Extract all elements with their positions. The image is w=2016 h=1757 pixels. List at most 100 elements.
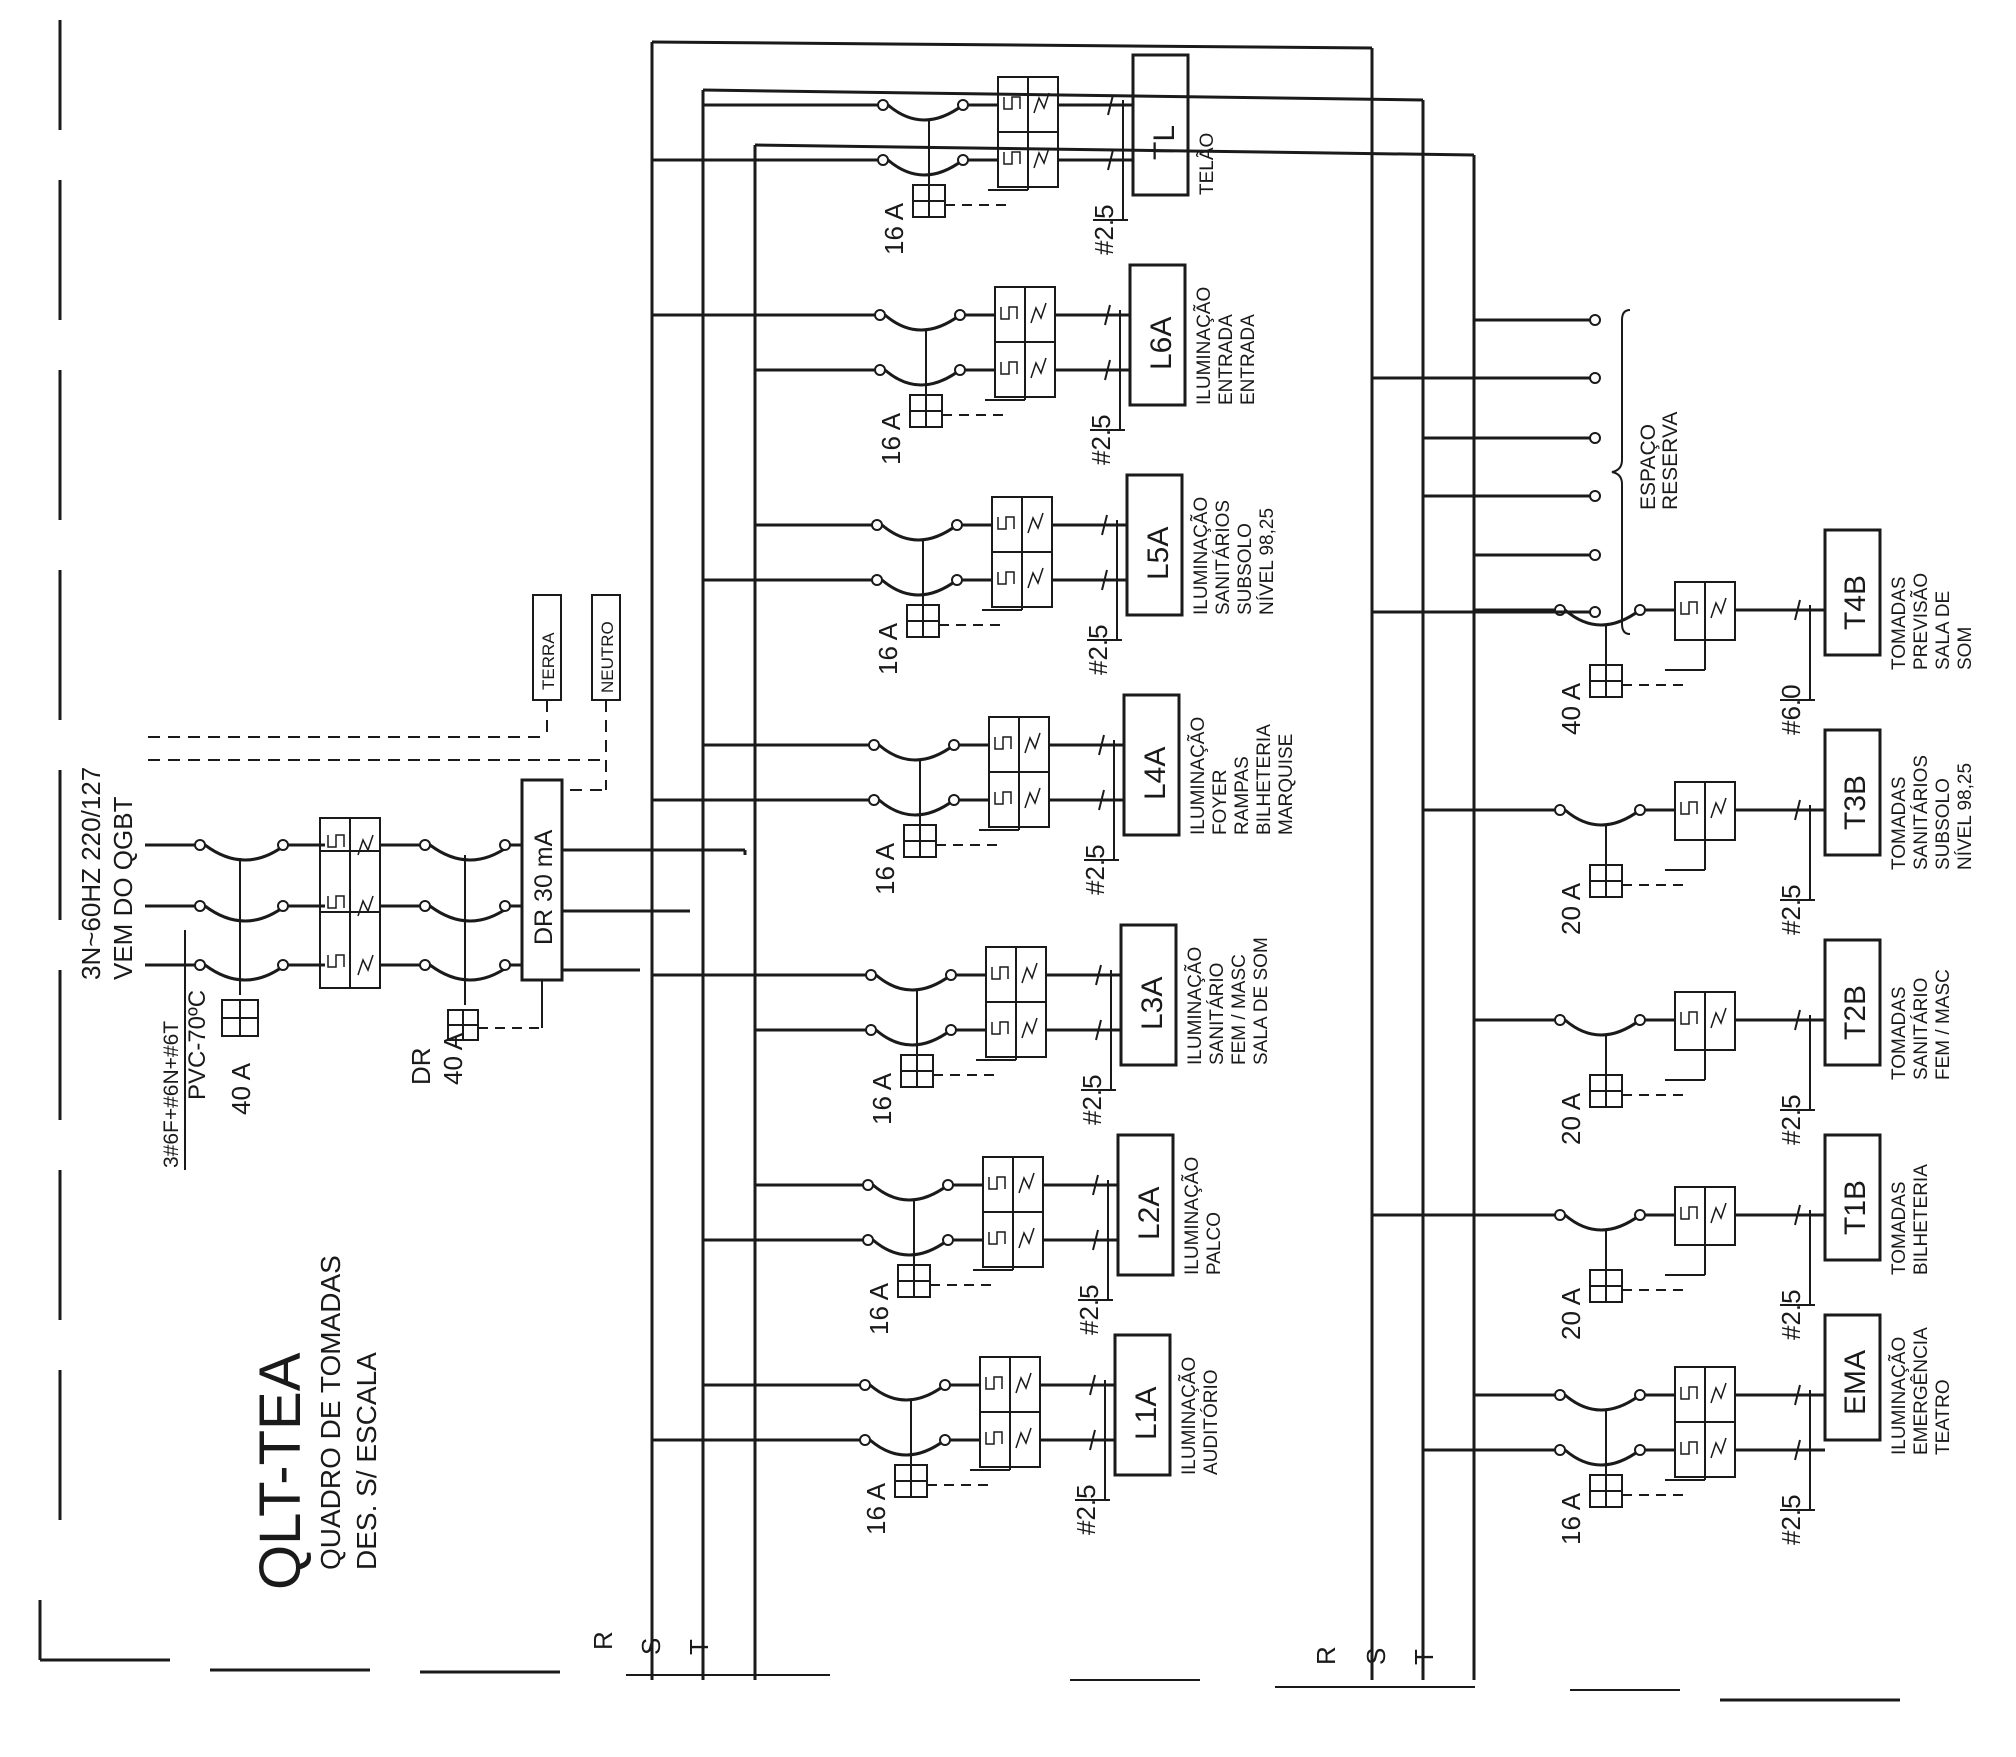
- thermal-symbol: [991, 1021, 1009, 1035]
- cable-tick: [1794, 1009, 1801, 1031]
- circuit-description: SALA DE SOM: [1251, 937, 1272, 1065]
- main-breaker-contact: [204, 843, 286, 862]
- thermal-symbol: [997, 516, 1015, 530]
- breaker-terminal: [954, 309, 966, 321]
- dr-contact: [429, 843, 511, 862]
- breaker-terminal: [1634, 1209, 1646, 1221]
- breaker-contact: [881, 523, 958, 542]
- supply-terminal: [194, 900, 206, 912]
- magnetic-symbol: [1027, 512, 1044, 534]
- breaker-rating: 16 A: [873, 622, 903, 675]
- panel-subtitle: QUADRO DE TOMADAS: [315, 1255, 346, 1570]
- breaker-contact: [1564, 1448, 1641, 1467]
- supply-insulation: PVC-70ºC: [184, 990, 211, 1100]
- breaker-contact: [872, 1238, 949, 1257]
- dr-terminal: [419, 839, 431, 851]
- circuit-box-ema: [1823, 1313, 1882, 1442]
- breaker-terminal: [859, 1379, 871, 1391]
- breaker-rating: 16 A: [876, 412, 906, 465]
- breaker-terminal: [868, 794, 880, 806]
- breaker-contact: [878, 743, 955, 762]
- thermal-symbol: [994, 736, 1012, 750]
- breaker-contact: [872, 1183, 949, 1202]
- magnetic-symbol: [1021, 962, 1038, 984]
- circuit-description: PREVISÃO: [1910, 573, 1932, 670]
- breaker-terminal: [868, 739, 880, 751]
- cable-tick: [1794, 1204, 1801, 1226]
- circuit-description: BILHETERIA: [1254, 724, 1275, 835]
- circuit-id: L2A: [1133, 1187, 1166, 1240]
- circuit-description: TOMADAS: [1889, 986, 1910, 1080]
- dr-contact: [429, 904, 511, 923]
- breaker-contact: [884, 368, 961, 387]
- breaker-contact: [1564, 1213, 1641, 1232]
- circuit-box-t3b: [1823, 728, 1882, 857]
- breaker-terminal: [862, 1179, 874, 1191]
- supply-terminal: [194, 839, 206, 851]
- breaker-terminal: [1554, 1444, 1566, 1456]
- phase-label-r: R: [588, 1631, 618, 1650]
- breaker-contact: [1564, 1393, 1641, 1412]
- thermal-symbol: [988, 1231, 1006, 1245]
- breaker-terminal: [948, 794, 960, 806]
- cable-tick: [1092, 1229, 1099, 1251]
- cable-gauge: #2.5: [1776, 1494, 1806, 1545]
- reserve-terminal: [1589, 490, 1601, 502]
- cable-tick: [1794, 599, 1801, 621]
- terra-label: TERRA: [539, 632, 558, 690]
- circuit-description: ILUMINAÇÃO: [1193, 287, 1215, 405]
- breaker-contact: [887, 103, 964, 122]
- breaker-terminal: [862, 1234, 874, 1246]
- bus-t: [754, 143, 1475, 157]
- thermal-symbol: [1680, 1441, 1698, 1455]
- thermal-symbol: [997, 571, 1015, 585]
- dr-terminal: [419, 959, 431, 971]
- circuit-box-l2a: [1116, 1133, 1175, 1277]
- breaker-terminal: [865, 969, 877, 981]
- thermal-symbol: [1000, 361, 1018, 375]
- thermal-symbol: [327, 954, 345, 968]
- magnetic-symbol: [1015, 1427, 1032, 1449]
- cable-tick: [1101, 569, 1108, 591]
- main-breaker-contact: [204, 963, 286, 982]
- circuit-description: ILUMINAÇÃO: [1181, 1157, 1203, 1275]
- magnetic-symbol: [1710, 1437, 1727, 1459]
- supply-terminal: [277, 959, 289, 971]
- breaker-terminal: [942, 1234, 954, 1246]
- thermal-symbol: [1680, 1011, 1698, 1025]
- circuit-description: ILUMINAÇÃO: [1187, 717, 1209, 835]
- breaker-terminal: [1634, 804, 1646, 816]
- circuit-description: ENTRADA: [1238, 314, 1259, 405]
- phase-label-t: T: [684, 1639, 714, 1655]
- reserve-brace: [1611, 309, 1631, 635]
- breaker-terminal: [939, 1379, 951, 1391]
- circuit-description: SANITÁRIOS: [1213, 500, 1234, 615]
- breaker-contact: [1564, 1018, 1641, 1037]
- circuit-id: L1A: [1130, 1387, 1163, 1440]
- breaker-terminal: [1634, 1014, 1646, 1026]
- breaker-terminal: [954, 364, 966, 376]
- circuit-id: L4A: [1139, 747, 1172, 800]
- circuit-id: EMA: [1839, 1350, 1872, 1415]
- circuit-description: TEATRO: [1933, 1379, 1954, 1455]
- thermal-symbol: [1000, 306, 1018, 320]
- breaker-terminal: [1554, 1209, 1566, 1221]
- phase-label-s: S: [1361, 1648, 1391, 1665]
- reserve-label: ESPAÇO: [1637, 424, 1660, 510]
- circuit-description: FEM / MASC: [1229, 954, 1250, 1065]
- circuit-description: NÍVEL 98,25: [1955, 763, 1976, 870]
- circuit-description: EMERGÊNCIA: [1910, 1327, 1932, 1455]
- breaker-contact: [884, 313, 961, 332]
- breaker-terminal: [1634, 604, 1646, 616]
- circuit-id: L3A: [1136, 977, 1169, 1030]
- breaker-terminal: [871, 519, 883, 531]
- dr-terminal: [419, 900, 431, 912]
- dr-terminal: [499, 839, 511, 851]
- main-breaker-contact: [204, 904, 286, 923]
- thermal-symbol: [1003, 96, 1021, 110]
- cable-tick: [1089, 1429, 1096, 1451]
- circuit-box-l6a: [1128, 263, 1187, 407]
- breaker-rating: 16 A: [879, 202, 909, 255]
- magnetic-symbol: [1710, 1007, 1727, 1029]
- breaker-contact: [875, 973, 952, 992]
